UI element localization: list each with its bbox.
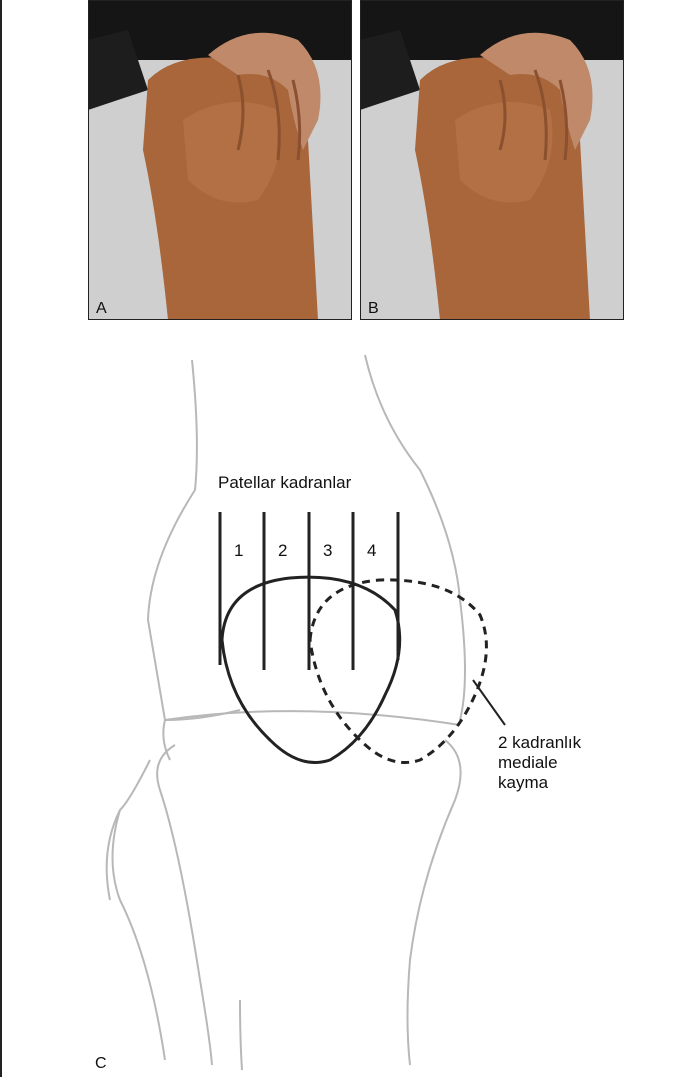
bone-outline bbox=[107, 355, 465, 1070]
panel-label-a: A bbox=[96, 300, 107, 318]
panel-label-c: C bbox=[95, 1055, 107, 1072]
annotation-line-3: kayma bbox=[498, 773, 549, 792]
quadrant-label-2: 2 bbox=[278, 541, 287, 560]
photo-panel-a: A bbox=[88, 0, 352, 320]
diagram-title: Patellar kadranlar bbox=[218, 473, 352, 492]
panel-label-b: B bbox=[368, 300, 379, 318]
quadrant-label-1: 1 bbox=[234, 541, 243, 560]
photo-panel-b: B bbox=[360, 0, 624, 320]
annotation-line-2: mediale bbox=[498, 753, 558, 772]
quadrant-label-3: 3 bbox=[323, 541, 332, 560]
annotation-leader-line bbox=[473, 680, 505, 725]
patella-quadrant-diagram: Patellar kadranlar 1 2 3 4 2 kadranlık m… bbox=[0, 330, 694, 1077]
knee-photo-b bbox=[360, 0, 624, 320]
knee-photo-a bbox=[88, 0, 352, 320]
patella-original-outline bbox=[222, 577, 400, 762]
quadrant-label-4: 4 bbox=[367, 541, 376, 560]
annotation-line-1: 2 kadranlık bbox=[498, 733, 582, 752]
